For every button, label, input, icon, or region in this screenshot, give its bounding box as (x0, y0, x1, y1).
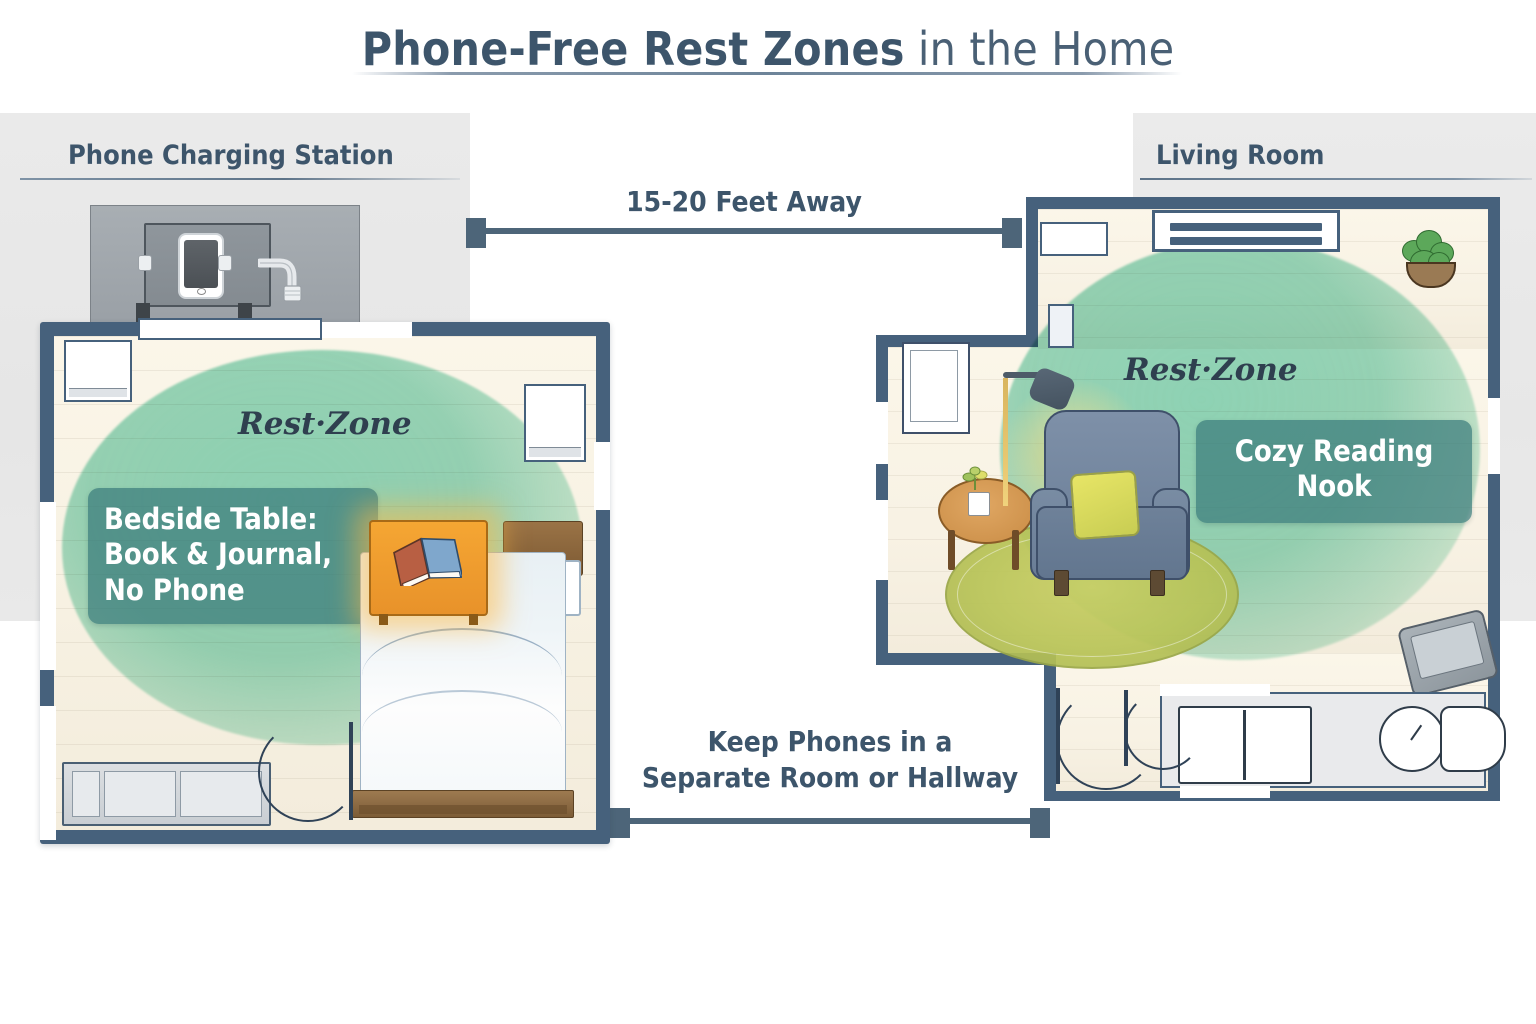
armchair-leg-left (1054, 570, 1069, 596)
living-rest-zone-label: Rest·Zone (1124, 352, 1298, 388)
small-plant-icon (962, 466, 988, 490)
distance-annotation-label: 15-20 Feet Away (626, 185, 862, 218)
title-bold: Phone-Free Rest Zones (361, 22, 905, 76)
potted-plant (1400, 228, 1458, 288)
bedroom-window-unit-left (64, 340, 132, 402)
bed-sheet-fold-1 (362, 628, 562, 676)
throw-pillow (1069, 469, 1141, 541)
bedroom-right-wall-gap (594, 442, 610, 510)
wall-clock (1379, 706, 1445, 772)
armchair (1030, 410, 1190, 600)
section-label-living-room: Living Room (1156, 140, 1325, 171)
bedroom-rest-zone-label: Rest·Zone (238, 406, 412, 442)
living-niche (1048, 304, 1074, 348)
living-wall-lower-left-vert (1044, 653, 1056, 801)
cushion-shape (1440, 706, 1506, 772)
living-bottom-gap-2 (1180, 786, 1270, 798)
side-table-leg-left (948, 530, 955, 570)
bedroom-left-wall-gap-2 (40, 706, 56, 840)
keep-phones-arrow-icon (610, 808, 1050, 838)
title-divider (352, 72, 1182, 75)
bedside-table-legs (379, 614, 478, 625)
bedroom-door-swing-arc (258, 722, 358, 822)
bedroom-door-leaf (349, 722, 353, 820)
section-label-charging-station: Phone Charging Station (68, 140, 394, 171)
floor-lamp-pole (1003, 378, 1008, 506)
living-bottom-gap (1160, 684, 1270, 696)
coffee-mug (968, 492, 990, 516)
bedroom-top-wall-gap (302, 322, 412, 338)
floor-lamp-arm (1003, 372, 1049, 378)
living-right-wall-gap (1488, 398, 1500, 474)
dock-prong-right (218, 255, 232, 271)
living-door-leaf-1 (1056, 688, 1060, 784)
living-console-top (1152, 210, 1340, 252)
living-left-wall-gap-2 (876, 500, 888, 580)
bed-sheet-fold-2 (362, 690, 562, 732)
living-window-top-left (1040, 222, 1108, 256)
distance-arrow-icon (466, 218, 1022, 248)
open-book-icon (393, 537, 462, 586)
dock-prong-left (138, 255, 152, 271)
charging-cable-icon (258, 258, 302, 302)
living-left-wall-gap (876, 402, 888, 464)
bedside-callout-line-2: Book & Journal, (104, 537, 333, 572)
living-wall-top (1026, 197, 1500, 209)
charging-station-divider (20, 178, 460, 180)
living-door-leaf-2 (1124, 690, 1128, 766)
bedroom-window-top (138, 318, 322, 340)
armchair-leg-right (1150, 570, 1165, 596)
keep-phones-line-2: Separate Room or Hallway (641, 760, 1019, 794)
keep-phones-annotation: Keep Phones in a Separate Room or Hallwa… (600, 724, 1060, 796)
keep-phones-line-1: Keep Phones in a (707, 725, 953, 758)
side-table-leg-right (1012, 530, 1019, 570)
living-wall-upper-left (1026, 197, 1038, 347)
bedside-callout-line-1: Bedside Table: (104, 502, 318, 536)
bedroom-left-wall-gap (40, 502, 56, 670)
page-title: Phone-Free Rest Zones in the Home (0, 22, 1536, 76)
nook-callout-line-2: Nook (1296, 469, 1372, 504)
cozy-reading-nook-callout: Cozy Reading Nook (1196, 420, 1472, 523)
living-wall-bottom (1044, 789, 1500, 801)
living-door-swing-arc-2 (1124, 692, 1202, 770)
bedroom-dresser (62, 762, 271, 826)
title-light: in the Home (904, 22, 1175, 76)
bedroom-window-unit-right (524, 384, 586, 462)
bedside-table-callout: Bedside Table: Book & Journal, No Phone (88, 488, 378, 625)
nook-callout-line-1: Cozy Reading (1234, 434, 1434, 468)
bed-frame-footboard (352, 790, 574, 818)
bedside-callout-line-3: No Phone (104, 572, 245, 607)
living-room-divider (1140, 178, 1532, 180)
wall-picture-frame (902, 342, 970, 434)
charging-station-illustration (90, 205, 360, 330)
